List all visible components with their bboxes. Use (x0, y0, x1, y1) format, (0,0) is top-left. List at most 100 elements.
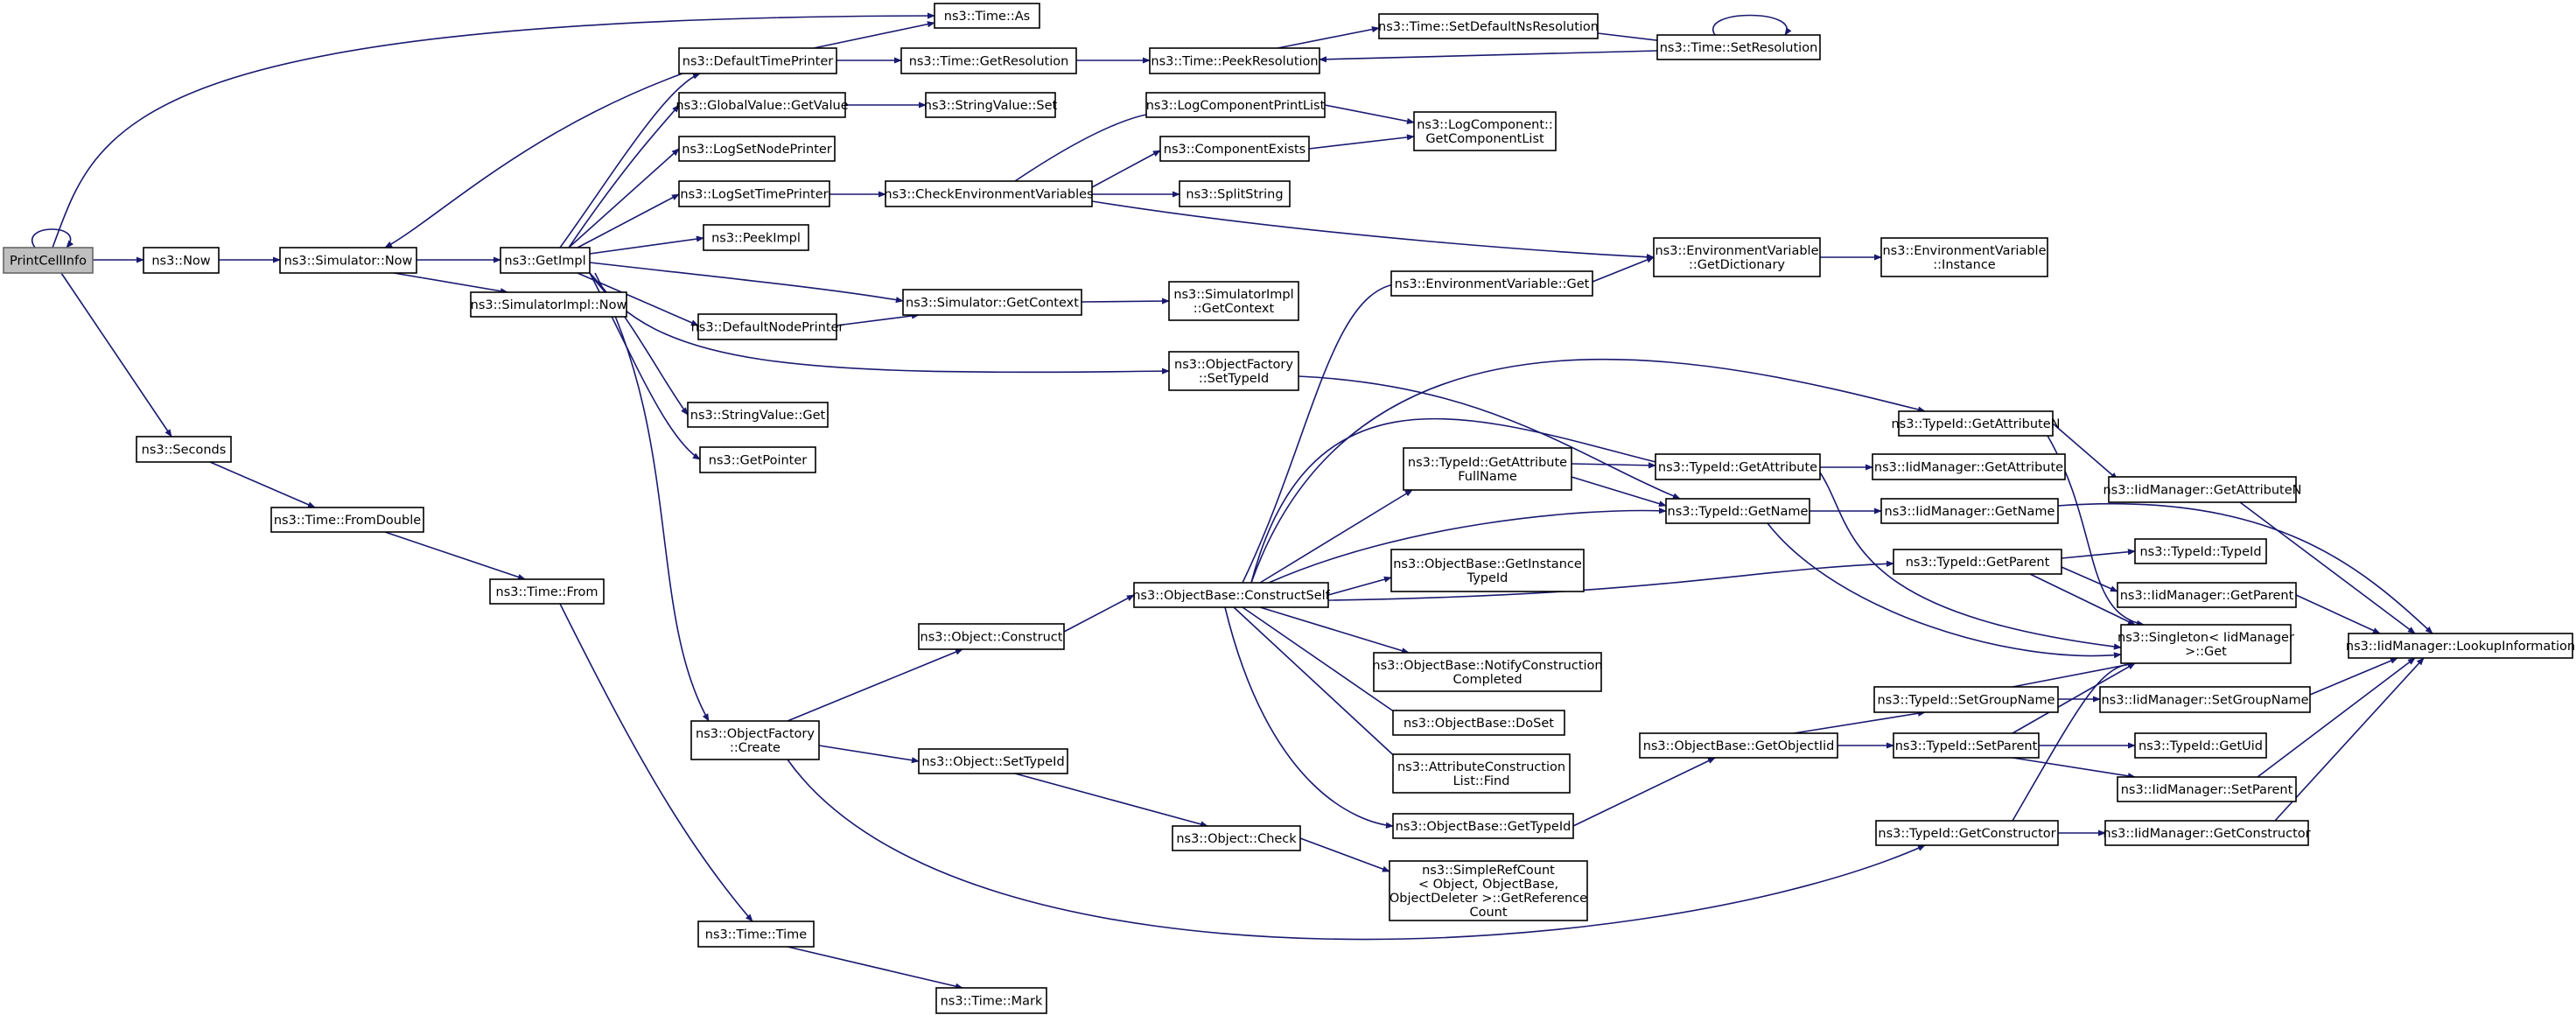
graph-node[interactable]: ns3::DefaultTimePrinter (678, 47, 837, 74)
graph-node[interactable]: ns3::Object::Construct (918, 623, 1065, 650)
graph-node[interactable]: ns3::CheckEnvironmentVariables (884, 180, 1094, 207)
graph-node[interactable]: ns3::TypeId::TypeId (2134, 538, 2267, 564)
node-box (1373, 652, 1602, 692)
node-box (1653, 237, 1821, 277)
node-label: ns3::IidManager::GetConstructor (2103, 827, 2310, 841)
node-box (1179, 180, 1291, 207)
edge-n3-to-n5 (559, 73, 701, 248)
graph-node[interactable]: ns3::Time::SetResolution (1656, 34, 1821, 60)
node-label: ns3::TypeId::SetParent (1895, 739, 2038, 753)
node-label: FullName (1458, 470, 1517, 484)
graph-node[interactable]: ns3::TypeId::GetAttribute (1655, 453, 1821, 480)
graph-node[interactable]: ns3::ObjectBase::GetObjectIid (1639, 732, 1838, 759)
graph-node[interactable]: ns3::EnvironmentVariable::GetDictionary (1653, 237, 1821, 277)
node-box (687, 402, 829, 428)
graph-node[interactable]: ns3::SplitString (1179, 180, 1291, 207)
graph-node[interactable]: ns3::StringValue::Get (687, 402, 829, 428)
graph-node[interactable]: ns3::Time::Mark (935, 987, 1047, 1014)
graph-node[interactable]: ns3::TypeId::GetParent (1893, 549, 2062, 575)
graph-node[interactable]: ns3::IidManager::GetParent (2117, 582, 2297, 608)
graph-node[interactable]: ns3::ObjectBase::ConstructSelf (1132, 582, 1331, 608)
graph-node[interactable]: ns3::ObjectBase::GetTypeId (1392, 813, 1574, 839)
graph-node[interactable]: ns3::Time::FromDouble (270, 507, 424, 533)
graph-node[interactable]: ns3::Simulator::Now (279, 247, 417, 274)
graph-node[interactable]: ns3::Time::GetResolution (900, 47, 1077, 74)
graph-node[interactable]: ns3::EnvironmentVariable::Get (1390, 270, 1593, 297)
graph-node[interactable]: PrintCellInfo (3, 247, 94, 274)
graph-node[interactable]: ns3::IidManager::GetConstructor (2103, 820, 2311, 846)
graph-node[interactable]: ns3::Seconds (136, 436, 232, 463)
graph-node[interactable]: ns3::IidManager::GetAttribute (1872, 453, 2066, 480)
graph-node[interactable]: ns3::TypeId::GetAttributeN (1891, 410, 2061, 437)
edge-n40-to-n26 (1242, 281, 1401, 584)
graph-node[interactable]: ns3::ObjectBase::DoSet (1392, 710, 1565, 736)
graph-node[interactable]: ns3::Time::As (934, 3, 1040, 29)
graph-node[interactable]: ns3::Object::SetTypeId (918, 748, 1068, 774)
node-label: ns3::Seconds (142, 444, 227, 458)
graph-node[interactable]: ns3::Simulator::GetContext (902, 289, 1082, 316)
node-label: ns3::ObjectBase::NotifyConstruction (1372, 659, 1602, 673)
graph-node[interactable]: ns3::TypeId::SetGroupName (1873, 686, 2059, 713)
node-box (1389, 860, 1588, 921)
graph-node[interactable]: ns3::LogComponent::GetComponentList (1413, 111, 1557, 151)
node-label: ns3::TypeId::GetUid (2138, 739, 2263, 753)
graph-node[interactable]: ns3::LogSetNodePrinter (678, 136, 836, 162)
graph-node[interactable]: ns3::StringValue::Set (924, 92, 1058, 118)
node-box (1390, 549, 1585, 592)
edge-n40-to-n42 (1327, 576, 1392, 596)
node-label: ns3::Time::From (496, 585, 598, 599)
node-label: ::GetDictionary (1689, 258, 1785, 272)
graph-node[interactable]: ns3::TypeId::SetParent (1893, 732, 2040, 759)
graph-node[interactable]: ns3::Object::Check (1172, 825, 1301, 851)
graph-node[interactable]: ns3::Time::PeekResolution (1149, 47, 1320, 74)
graph-node[interactable]: ns3::TypeId::GetConstructor (1875, 820, 2059, 846)
node-box (270, 507, 424, 533)
graph-node[interactable]: ns3::LogComponentPrintList (1145, 92, 1326, 118)
graph-node[interactable]: ns3::IidManager::SetParent (2117, 776, 2297, 802)
graph-node[interactable]: ns3::GetPointer (699, 446, 816, 473)
node-label: ns3::TypeId::TypeId (2139, 545, 2261, 559)
graph-node[interactable]: ns3::GlobalValue::GetValue (676, 92, 849, 118)
node-box (678, 92, 846, 118)
graph-node[interactable]: ns3::IidManager::GetAttributeN (2103, 476, 2302, 503)
graph-node[interactable]: ns3::ComponentExists (1159, 136, 1310, 162)
graph-node[interactable]: ns3::TypeId::GetUid (2134, 732, 2267, 759)
graph-node[interactable]: ns3::Singleton< IidManager>::Get (2118, 624, 2294, 664)
graph-node[interactable]: ns3::IidManager::GetName (1880, 498, 2059, 524)
graph-node[interactable]: ns3::PeekImpl (703, 224, 809, 251)
graph-node[interactable]: ns3::EnvironmentVariable::Instance (1880, 237, 2048, 277)
node-label: ns3::DefaultTimePrinter (682, 55, 833, 69)
node-label: ns3::ObjectFactory (1174, 358, 1293, 372)
graph-node[interactable]: ns3::ObjectFactory::Create (690, 720, 820, 760)
graph-node[interactable]: ns3::Now (143, 247, 220, 274)
node-box (1392, 753, 1571, 794)
node-label: ns3::Time::SetDefaultNsResolution (1378, 20, 1599, 34)
node-box (2104, 820, 2309, 846)
node-box (1149, 47, 1320, 74)
graph-node[interactable]: ns3::SimulatorImpl::Now (470, 291, 627, 318)
graph-node[interactable]: ns3::SimpleRefCount< Object, ObjectBase,… (1389, 860, 1588, 921)
graph-node[interactable]: ns3::Time::From (489, 578, 605, 605)
graph-node[interactable]: ns3::ObjectFactory::SetTypeId (1168, 351, 1299, 391)
node-label: ns3::EnvironmentVariable::Get (1395, 277, 1590, 291)
node-box (470, 291, 627, 318)
edge-n40-to-n46 (1224, 606, 1394, 829)
edge-n21-to-n22 (1081, 298, 1170, 304)
graph-node[interactable]: ns3::Time::SetDefaultNsResolution (1378, 13, 1599, 39)
graph-node[interactable]: ns3::IidManager::LookupInformation (2346, 633, 2575, 659)
graph-node[interactable]: ns3::SimulatorImpl::GetContext (1168, 281, 1299, 321)
node-label: ns3::Object::Check (1176, 832, 1297, 846)
graph-node[interactable]: ns3::GetImpl (500, 247, 591, 274)
graph-node[interactable]: ns3::LogSetTimePrinter (678, 180, 830, 207)
graph-node[interactable]: ns3::TypeId::GetName (1665, 498, 1810, 524)
node-box (1168, 281, 1299, 321)
graph-node[interactable]: ns3::Time::Time (697, 920, 815, 948)
graph-node[interactable]: ns3::ObjectBase::NotifyConstructionCompl… (1372, 652, 1603, 692)
node-label: ns3::IidManager::SetGroupName (2101, 694, 2308, 708)
graph-node[interactable]: ns3::IidManager::SetGroupName (2099, 686, 2311, 713)
graph-node[interactable]: ns3::DefaultNodePrinter (691, 313, 844, 340)
edge-n3-to-n12 (568, 148, 680, 248)
